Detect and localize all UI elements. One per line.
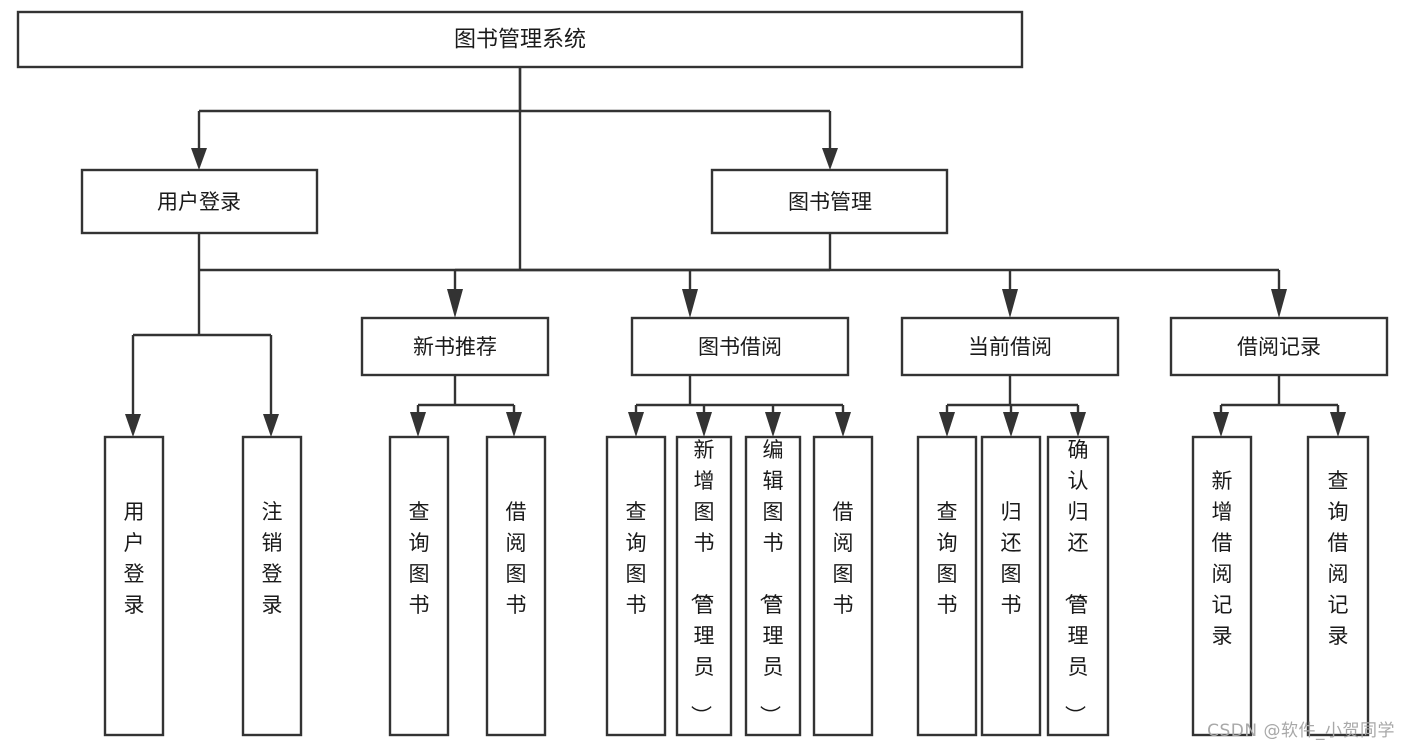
node-new-book-recommend-label: 新书推荐 bbox=[413, 335, 497, 359]
leaf-book-borrow-3-label: 编辑图书（管理员） bbox=[758, 438, 784, 726]
arrow-level3-2 bbox=[682, 289, 698, 318]
leaf-new-book-2-box[interactable] bbox=[485, 435, 547, 737]
node-book-borrow-box[interactable] bbox=[630, 316, 850, 377]
leaf-user-login-2-label: 注销登录 bbox=[262, 500, 283, 617]
leaf-current-borrow-2-box[interactable] bbox=[980, 435, 1042, 737]
node-user-login-box[interactable] bbox=[80, 168, 319, 235]
leaf-book-borrow-4-label: 借阅图书 bbox=[833, 500, 854, 617]
leaf-book-borrow-1[interactable]: 查询图书 bbox=[605, 435, 667, 737]
leaf-current-borrow-1-box[interactable] bbox=[916, 435, 978, 737]
node-book-borrow-label: 图书借阅 bbox=[698, 335, 782, 359]
arrow-level3-1 bbox=[447, 289, 463, 318]
leaf-user-login-1[interactable]: 用户登录 bbox=[103, 435, 165, 737]
arrow-current-1 bbox=[939, 412, 955, 437]
node-new-book-recommend[interactable]: 新书推荐 bbox=[360, 316, 550, 377]
node-book-borrow[interactable]: 图书借阅 bbox=[630, 316, 850, 377]
node-root-box[interactable] bbox=[16, 10, 1024, 69]
leaf-new-book-2[interactable]: 借阅图书 bbox=[485, 435, 547, 737]
leaf-user-login-2[interactable]: 注销登录 bbox=[241, 435, 303, 737]
node-book-manage-box[interactable] bbox=[710, 168, 949, 235]
arrow-newbook-2 bbox=[506, 412, 522, 437]
arrow-leaf-user-login-2 bbox=[263, 414, 279, 437]
csdn-watermark: CSDN @软件_小贺同学 bbox=[1207, 721, 1395, 741]
leaf-book-borrow-2-box[interactable] bbox=[675, 435, 733, 737]
leaf-borrow-record-1-box[interactable] bbox=[1191, 435, 1253, 737]
leaf-borrow-record-2-label: 查询借阅记录 bbox=[1328, 469, 1349, 648]
arrow-level3-4 bbox=[1271, 289, 1287, 318]
node-borrow-record-box[interactable] bbox=[1169, 316, 1389, 377]
node-book-manage-label: 图书管理 bbox=[788, 190, 872, 214]
leaf-user-login-2-box[interactable] bbox=[241, 435, 303, 737]
arrow-record-1 bbox=[1213, 412, 1229, 437]
leaf-book-borrow-1-label: 查询图书 bbox=[626, 500, 647, 617]
leaf-new-book-1-label: 查询图书 bbox=[409, 500, 430, 617]
leaf-current-borrow-2[interactable]: 归还图书 bbox=[980, 435, 1042, 737]
leaf-book-borrow-2-label: 新增图书（管理员） bbox=[689, 438, 715, 726]
arrow-newbook-1 bbox=[410, 412, 426, 437]
arrow-to-user-login bbox=[191, 148, 207, 170]
leaf-book-borrow-3-box[interactable] bbox=[744, 435, 802, 737]
node-root-label: 图书管理系统 bbox=[454, 28, 586, 53]
leaf-borrow-record-2[interactable]: 查询借阅记录 bbox=[1306, 435, 1370, 737]
node-root[interactable]: 图书管理系统 bbox=[16, 10, 1024, 69]
node-current-borrow-label: 当前借阅 bbox=[968, 335, 1052, 359]
leaf-current-borrow-3-label: 确认归还（管理员） bbox=[1063, 438, 1089, 726]
leaf-current-borrow-3[interactable]: 确认归还（管理员） bbox=[1046, 435, 1110, 737]
leaf-current-borrow-2-label: 归还图书 bbox=[1001, 500, 1022, 617]
arrow-borrow-1 bbox=[628, 412, 644, 437]
leaf-book-borrow-3[interactable]: 编辑图书（管理员） bbox=[744, 435, 802, 737]
arrow-record-2 bbox=[1330, 412, 1346, 437]
node-current-borrow[interactable]: 当前借阅 bbox=[900, 316, 1120, 377]
node-user-login-label: 用户登录 bbox=[157, 190, 241, 214]
node-book-manage[interactable]: 图书管理 bbox=[710, 168, 949, 235]
leaf-new-book-1-box[interactable] bbox=[388, 435, 450, 737]
arrow-leaf-user-login-1 bbox=[125, 414, 141, 437]
leaf-borrow-record-2-box[interactable] bbox=[1306, 435, 1370, 737]
node-user-login[interactable]: 用户登录 bbox=[80, 168, 319, 235]
leaf-borrow-record-1[interactable]: 新增借阅记录 bbox=[1191, 435, 1253, 737]
node-borrow-record-label: 借阅记录 bbox=[1237, 335, 1321, 359]
leaf-current-borrow-3-box[interactable] bbox=[1046, 435, 1110, 737]
leaf-book-borrow-2[interactable]: 新增图书（管理员） bbox=[675, 435, 733, 737]
leaf-new-book-1[interactable]: 查询图书 bbox=[388, 435, 450, 737]
leaf-user-login-1-box[interactable] bbox=[103, 435, 165, 737]
connector-layer bbox=[125, 67, 1346, 437]
leaf-current-borrow-1[interactable]: 查询图书 bbox=[916, 435, 978, 737]
node-new-book-recommend-box[interactable] bbox=[360, 316, 550, 377]
arrow-current-3 bbox=[1070, 412, 1086, 437]
arrow-borrow-3 bbox=[765, 412, 781, 437]
arrow-borrow-2 bbox=[696, 412, 712, 437]
leaf-current-borrow-1-label: 查询图书 bbox=[937, 500, 958, 617]
leaf-book-borrow-1-box[interactable] bbox=[605, 435, 667, 737]
leaf-borrow-record-1-label: 新增借阅记录 bbox=[1212, 469, 1233, 648]
leaf-new-book-2-label: 借阅图书 bbox=[506, 500, 527, 617]
arrow-current-2 bbox=[1003, 412, 1019, 437]
leaf-book-borrow-4-box[interactable] bbox=[812, 435, 874, 737]
node-current-borrow-box[interactable] bbox=[900, 316, 1120, 377]
arrow-to-book-manage bbox=[822, 148, 838, 170]
leaf-user-login-1-label: 用户登录 bbox=[124, 500, 145, 617]
node-borrow-record[interactable]: 借阅记录 bbox=[1169, 316, 1389, 377]
leaf-book-borrow-4[interactable]: 借阅图书 bbox=[812, 435, 874, 737]
arrow-borrow-4 bbox=[835, 412, 851, 437]
arrow-level3-3 bbox=[1002, 289, 1018, 318]
